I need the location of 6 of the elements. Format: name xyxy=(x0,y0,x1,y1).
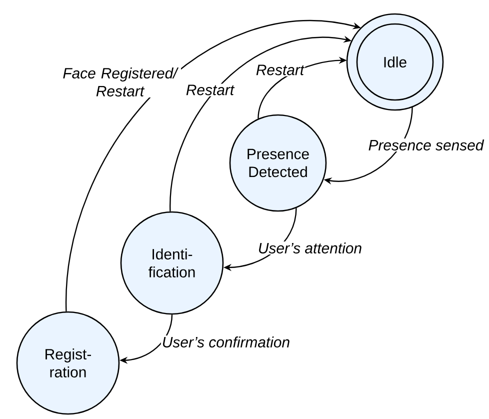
edge-label: Restart xyxy=(184,84,236,96)
edge-label: Presence sensed xyxy=(367,138,485,152)
edge-label: Restart xyxy=(254,64,306,76)
edge-label: Face Registered/ Restart xyxy=(59,66,181,98)
edge-label: User’s attention xyxy=(256,242,364,254)
edge-label: User’s confirmation xyxy=(160,336,292,348)
